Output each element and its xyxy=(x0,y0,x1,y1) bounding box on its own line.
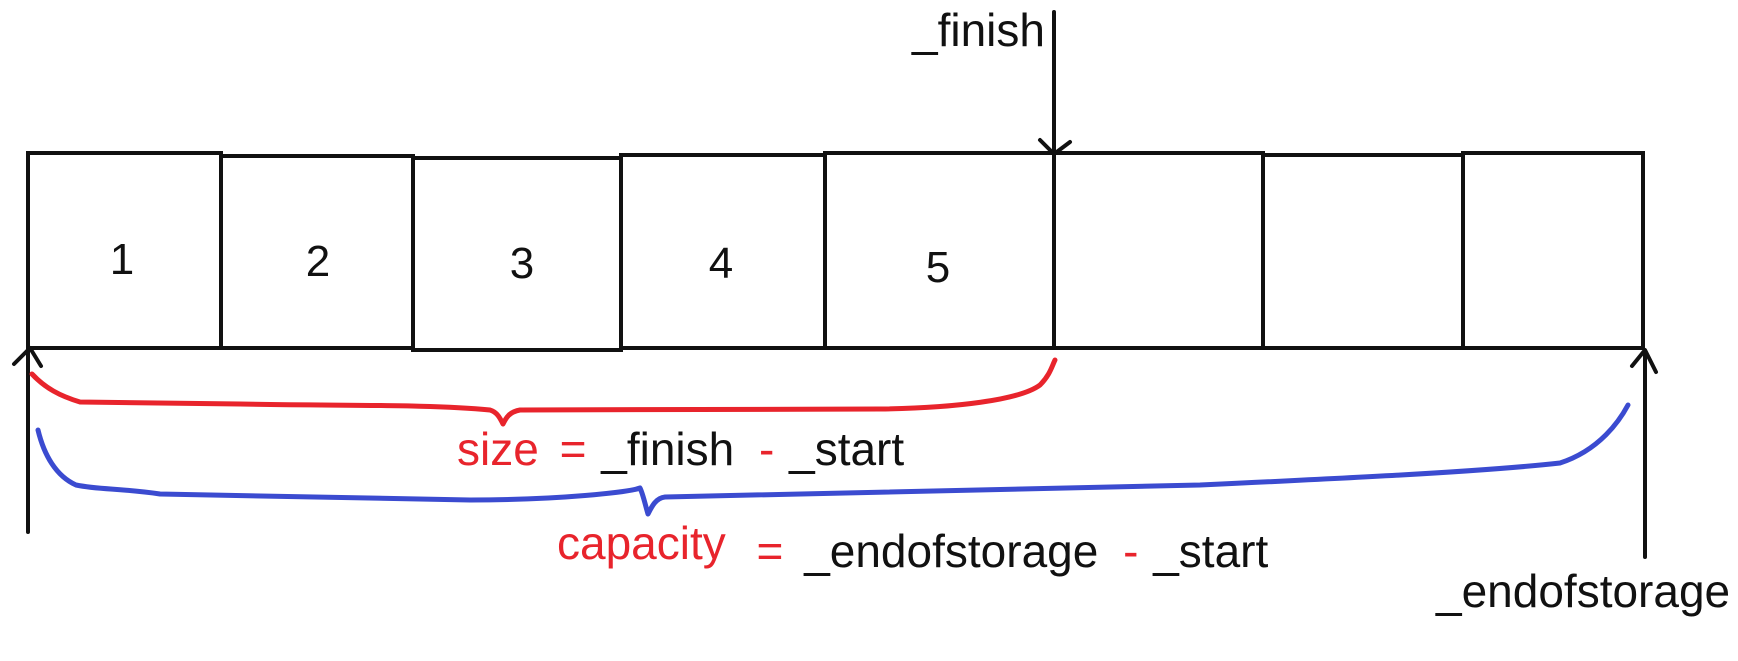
storage-array xyxy=(26,151,1645,352)
cell-value-3: 3 xyxy=(510,239,534,288)
cell-7 xyxy=(1261,153,1465,350)
size-brace xyxy=(29,357,1058,427)
endofstorage-pointer-arrow xyxy=(1630,348,1658,559)
finish-pointer-arrow xyxy=(1038,10,1072,156)
size-equals: = xyxy=(560,423,587,475)
capacity-equals: = xyxy=(757,525,784,577)
cell-value-5: 5 xyxy=(926,243,950,292)
cell-value-4: 4 xyxy=(709,239,733,288)
finish-label: _finish xyxy=(911,4,1045,56)
cell-6 xyxy=(1052,151,1265,350)
size-formula: size = _finish - _start xyxy=(457,423,904,475)
capacity-formula: capacity = _endofstorage - _start xyxy=(557,517,1268,577)
endofstorage-label: _endofstorage xyxy=(1435,565,1730,617)
capacity-endofstorage-term: _endofstorage xyxy=(803,525,1098,577)
size-minus: - xyxy=(759,423,774,475)
cell-8 xyxy=(1461,151,1645,350)
capacity-brace xyxy=(35,402,1631,517)
cell-value-1: 1 xyxy=(110,235,134,284)
cell-value-2: 2 xyxy=(306,237,330,286)
size-word: size xyxy=(457,423,539,475)
start-pointer-arrow xyxy=(12,346,43,534)
capacity-minus: - xyxy=(1123,525,1138,577)
capacity-word: capacity xyxy=(557,517,726,569)
size-finish-term: _finish xyxy=(600,423,734,475)
capacity-start-term: _start xyxy=(1152,525,1268,577)
size-start-term: _start xyxy=(788,423,904,475)
